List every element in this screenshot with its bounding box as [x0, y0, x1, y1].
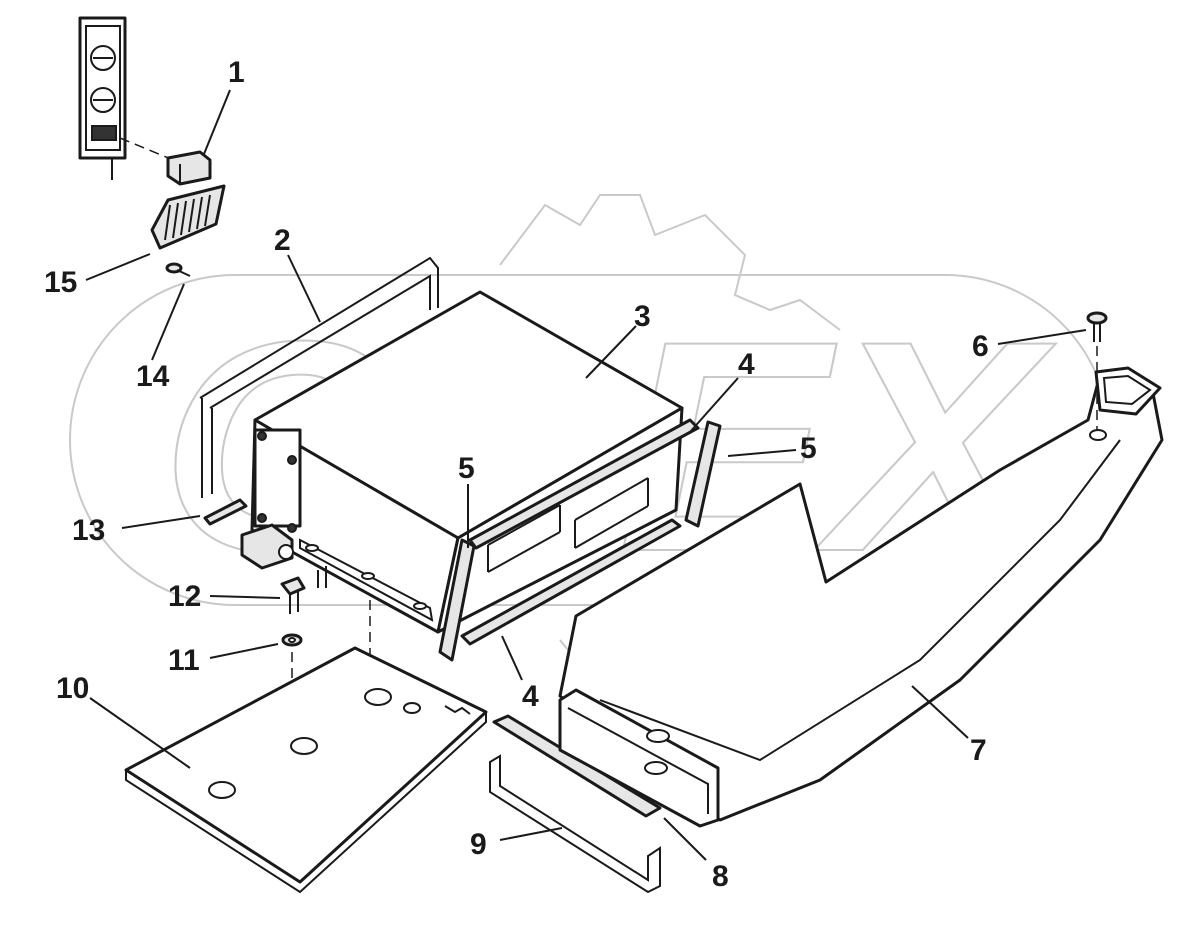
part-screw-14 [165, 262, 191, 277]
callout-1: 1 [228, 56, 245, 89]
part-base-plate [124, 646, 488, 894]
vent-grille-body [150, 184, 226, 250]
base-plate-hole [290, 737, 318, 755]
screw-shank [176, 269, 191, 277]
plug-connector [166, 150, 212, 186]
box-bracket-hole [413, 602, 427, 610]
leader-9 [499, 827, 563, 841]
duct-inner-edge [599, 439, 1121, 762]
duct-outlet-hole [646, 729, 670, 743]
box-bracket [299, 538, 434, 622]
watermark-gear-outline [499, 194, 841, 331]
part-screw-6 [1086, 311, 1108, 430]
callout-13: 13 [72, 514, 105, 547]
leader-3 [585, 325, 637, 379]
callout-11: 11 [168, 644, 200, 677]
leader-11 [209, 643, 279, 659]
washer-hole [288, 637, 296, 643]
base-plate-hole [208, 781, 236, 799]
leader-14 [151, 283, 185, 361]
duct-inlet-inner [1102, 374, 1152, 406]
box-panel-screw [257, 513, 267, 523]
part-gasket [199, 256, 439, 526]
base-plate-hole [403, 702, 421, 714]
vent-grille-slats [164, 194, 211, 241]
callout-4: 4 [738, 348, 755, 381]
screw-6-head [1086, 311, 1108, 325]
box-panel-screw [287, 523, 297, 533]
box-fitting-port [278, 544, 294, 560]
callout-labels: 1 2 3 4 4 5 5 6 7 8 9 10 11 12 13 14 15 [44, 56, 989, 893]
callout-4: 4 [522, 680, 539, 713]
strip-5-left [438, 538, 476, 662]
base-plate-hole [364, 688, 392, 706]
part-heater-box [240, 290, 684, 634]
gasket-outer [199, 256, 439, 399]
leader-lines [85, 89, 1087, 861]
callout-5: 5 [800, 432, 817, 465]
part-receptacle [78, 16, 212, 186]
part-bolt-12 [280, 576, 306, 614]
leader-6 [997, 329, 1087, 345]
part-u-bracket-9 [489, 754, 661, 894]
leader-12 [209, 595, 281, 599]
callout-3: 3 [634, 300, 651, 333]
receptacle-inner [85, 25, 121, 151]
base-plate-notch [444, 705, 471, 715]
base-plate-top [124, 646, 488, 884]
gasket-inner [209, 274, 431, 409]
callout-9: 9 [470, 828, 487, 861]
part-duct [558, 366, 1164, 828]
box-end-panel [253, 428, 302, 528]
leader-5b [727, 449, 797, 457]
bar-8 [492, 714, 662, 818]
gasket-13-strip [203, 498, 248, 526]
callout-2: 2 [274, 224, 291, 257]
leader-8 [663, 817, 707, 861]
callout-10: 10 [56, 672, 89, 705]
bar-4-lower [460, 518, 682, 646]
callout-15: 15 [44, 266, 77, 299]
part-bar-4-lower [460, 518, 682, 646]
part-washer-11 [281, 633, 303, 647]
leader-10 [89, 697, 191, 769]
leader-15 [85, 253, 151, 281]
box-panel-screw [257, 431, 267, 441]
box-fitting [240, 523, 294, 570]
leader-13 [121, 515, 201, 529]
box-bracket-hole [361, 572, 375, 580]
base-plate-edge [125, 712, 487, 894]
duct-outlet-inner [567, 707, 709, 814]
leader-2 [287, 254, 321, 323]
leader-4a [689, 377, 739, 433]
box-louver [487, 477, 649, 573]
box-bracket-hole [305, 544, 319, 552]
callout-5: 5 [458, 452, 475, 485]
receptacle-switch [91, 125, 117, 141]
duct-mount-hole [1089, 429, 1107, 441]
duct-outlet-hole [644, 761, 668, 775]
strip-5-right [684, 420, 722, 528]
leader-7 [911, 685, 969, 739]
callout-7: 7 [970, 734, 987, 767]
leader-4b [501, 635, 523, 681]
callout-14: 14 [136, 360, 170, 393]
callout-12: 12 [168, 580, 201, 613]
part-strip-5-right [684, 420, 722, 528]
part-vent-grille [150, 184, 226, 250]
callout-6: 6 [972, 330, 989, 363]
callout-8: 8 [712, 860, 729, 893]
part-strip-5-left [438, 538, 476, 662]
box-panel-screw [287, 455, 297, 465]
box-louver [487, 478, 649, 572]
gasket-left-strip [201, 398, 213, 498]
u-bracket [489, 754, 661, 894]
part-bar-8 [492, 714, 662, 818]
leader-1 [203, 89, 231, 155]
